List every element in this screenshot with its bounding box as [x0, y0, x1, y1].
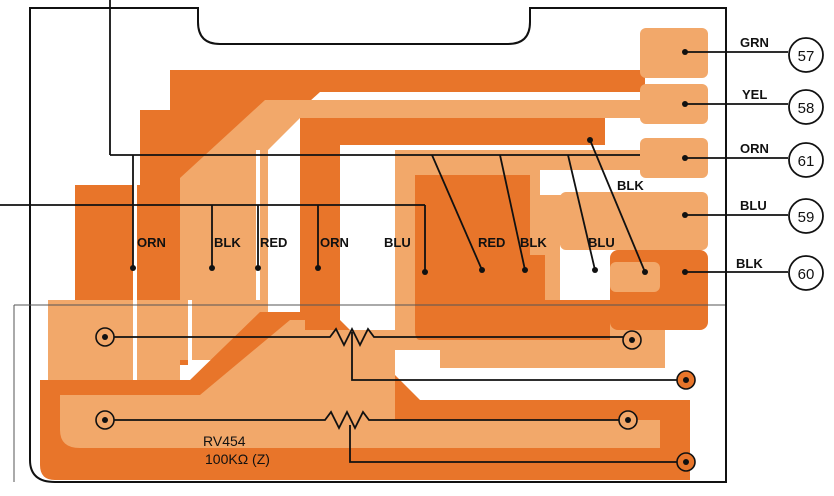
potentiometer-symbol [114, 326, 677, 463]
wire-label-yel: YEL [742, 87, 767, 102]
terminal-label-blu-1: BLU [384, 235, 411, 250]
solder-pad [95, 410, 115, 430]
pad-61 [640, 138, 708, 178]
connector-59: 59 BLU [740, 198, 824, 234]
trace-bottom-main [40, 118, 690, 480]
terminal-label-blu-2: BLU [588, 235, 615, 250]
terminal-label-red-1: RED [260, 235, 287, 250]
wire-label-orn: ORN [740, 141, 769, 156]
upper-blk-label: BLK [617, 178, 644, 193]
pad-58 [640, 84, 708, 124]
wire-label-blu: BLU [740, 198, 767, 213]
svg-text:59: 59 [798, 209, 815, 226]
part-ref: RV454 [203, 433, 246, 449]
trace-bottom-light [60, 320, 660, 448]
pot-outline [13, 304, 725, 482]
trace-mid-light [180, 100, 640, 360]
solder-pad [618, 410, 638, 430]
wire-label-grn: GRN [740, 35, 769, 50]
terminal-label-blk-2: BLK [520, 235, 547, 250]
terminal-label-orn-1: ORN [137, 235, 166, 250]
terminal-label-blk-1: BLK [214, 235, 241, 250]
pad-57 [640, 28, 708, 78]
connector-58: 58 YEL [742, 87, 824, 125]
pad-60-inner [610, 262, 660, 292]
svg-text:58: 58 [798, 100, 815, 117]
svg-text:57: 57 [798, 48, 815, 65]
terminal-label-red-2: RED [478, 235, 505, 250]
connector-60: 60 BLK [736, 255, 824, 291]
svg-text:61: 61 [798, 153, 815, 170]
connector-57: 57 GRN [740, 35, 824, 73]
connector-61: 61 ORN [740, 141, 824, 178]
wire-label-blk: BLK [736, 256, 763, 271]
svg-text:60: 60 [798, 266, 815, 283]
pad-59 [560, 192, 708, 250]
solder-pad [676, 370, 696, 390]
trace-right-dark [415, 175, 610, 340]
terminal-label-orn-2: ORN [320, 235, 349, 250]
solder-pad [622, 330, 642, 350]
part-value: 100KΩ (Z) [205, 451, 270, 467]
solder-pad [95, 327, 115, 347]
solder-pad [676, 452, 696, 472]
